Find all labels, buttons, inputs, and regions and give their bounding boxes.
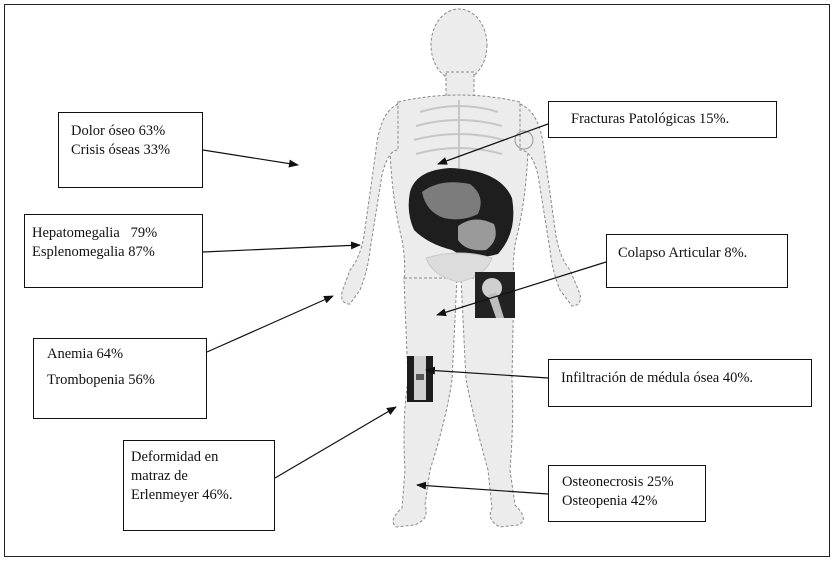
label-deformidad-2: matraz de [131, 467, 266, 486]
arrow-deformidad [275, 407, 396, 478]
label-dolor-oseo: Dolor óseo 63% [71, 122, 194, 141]
label-box-hepato: Hepatomegalia 79% Esplenomegalia 87% [24, 214, 203, 288]
arrow-anemia [207, 296, 333, 352]
label-infiltracion: Infiltración de médula ósea 40%. [561, 369, 803, 388]
label-trombopenia: Trombopenia 56% [47, 371, 198, 390]
label-box-anemia: Anemia 64% Trombopenia 56% [33, 338, 207, 419]
label-osteonecrosis: Osteonecrosis 25% [562, 473, 697, 492]
label-crisis-oseas: Crisis óseas 33% [71, 141, 194, 160]
hip-xray-inset [475, 272, 515, 318]
arrow-osteo [417, 485, 548, 494]
arrow-dolor [203, 150, 298, 165]
label-box-osteo: Osteonecrosis 25% Osteopenia 42% [548, 465, 706, 522]
label-osteopenia: Osteopenia 42% [562, 492, 697, 511]
label-hepatomegalia: Hepatomegalia 79% [32, 224, 194, 243]
label-deformidad-1: Deformidad en [131, 448, 266, 467]
arrow-hepato [203, 245, 360, 252]
label-box-infiltracion: Infiltración de médula ósea 40%. [548, 359, 812, 407]
knee-xray-inset [407, 356, 433, 402]
label-box-colapso: Colapso Articular 8%. [606, 234, 788, 288]
label-anemia: Anemia 64% [47, 345, 198, 364]
label-deformidad-3: Erlenmeyer 46%. [131, 486, 266, 505]
label-box-fracturas: Fracturas Patológicas 15%. [548, 101, 777, 138]
label-box-deformidad: Deformidad en matraz de Erlenmeyer 46%. [123, 440, 275, 531]
label-box-dolor: Dolor óseo 63% Crisis óseas 33% [58, 112, 203, 188]
label-colapso: Colapso Articular 8%. [618, 244, 779, 263]
label-esplenomegalia: Esplenomegalia 87% [32, 243, 194, 262]
label-fracturas: Fracturas Patológicas 15%. [571, 110, 768, 129]
